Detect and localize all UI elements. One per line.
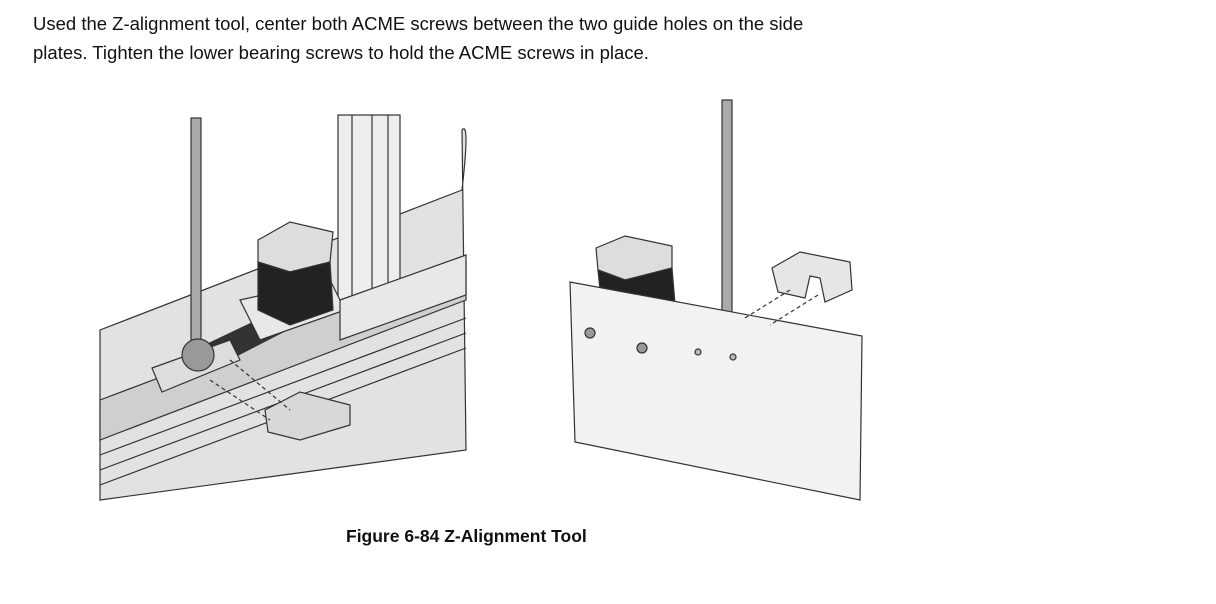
guide-hole	[636, 342, 648, 354]
instruction-paragraph: Used the Z-alignment tool, center both A…	[33, 9, 933, 67]
extrusion	[337, 114, 401, 306]
instruction-line-2: plates. Tighten the lower bearing screws…	[33, 42, 649, 63]
left-illustration	[99, 114, 467, 501]
side-plate	[569, 281, 863, 501]
guide-hole	[694, 348, 702, 356]
instruction-line-1: Used the Z-alignment tool, center both A…	[33, 13, 804, 34]
right-illustration	[569, 99, 863, 501]
lead-screw	[190, 117, 202, 341]
carriage-brackets	[339, 254, 467, 341]
guide-hole	[729, 353, 737, 361]
lead-screw	[721, 99, 733, 315]
guide-hole	[584, 327, 596, 339]
motor-body	[597, 267, 676, 305]
alignment-tool-left	[264, 391, 351, 441]
figure-caption: Figure 6-84 Z-Alignment Tool	[346, 526, 587, 546]
motor-body	[257, 261, 334, 326]
bearing	[181, 338, 215, 372]
alignment-tool-right	[771, 251, 853, 303]
